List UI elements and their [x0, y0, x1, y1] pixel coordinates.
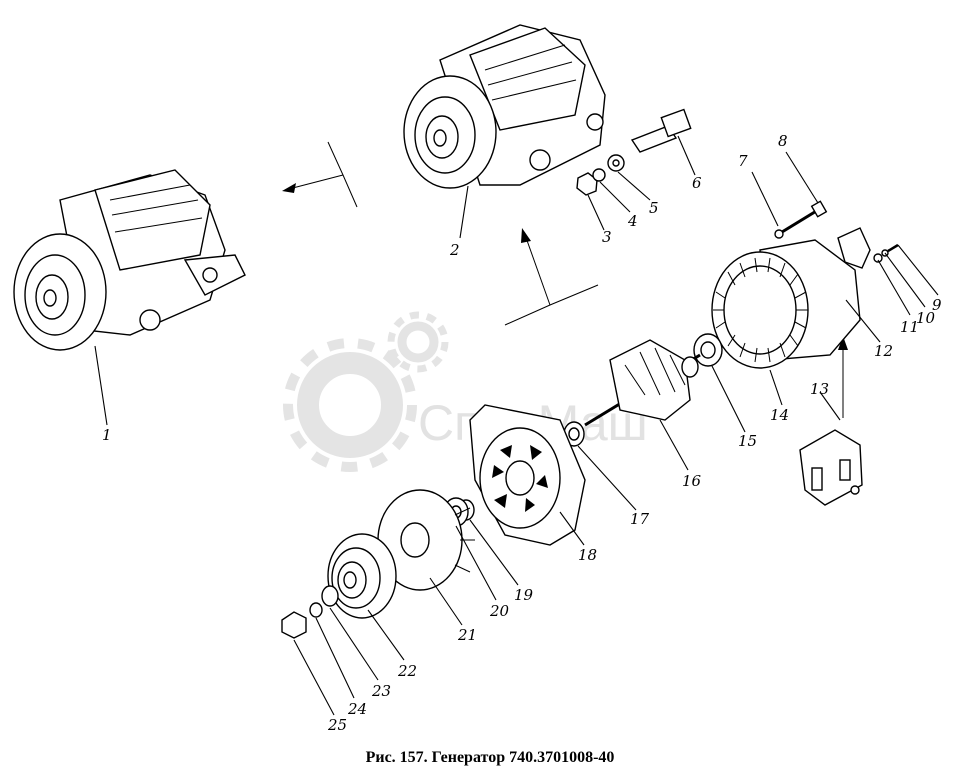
callout-6: 6 [692, 174, 702, 192]
callout-24: 24 [347, 700, 367, 718]
callout-7: 7 [738, 152, 748, 170]
screw-9 [887, 243, 899, 253]
gear-logo-icon [283, 311, 449, 472]
stud-6 [630, 125, 678, 153]
callout-labels: 1 2 3 4 5 6 7 8 9 10 11 12 13 14 15 16 1… [102, 132, 942, 734]
washer-7 [774, 229, 784, 239]
pulley-22 [327, 533, 397, 619]
fasteners-3-6 [576, 108, 692, 196]
callout-13: 13 [810, 380, 829, 398]
callout-22: 22 [397, 662, 417, 680]
callout-21: 21 [457, 626, 477, 644]
bearing-15 [693, 333, 723, 367]
callout-1: 1 [102, 426, 112, 444]
callout-8: 8 [778, 132, 788, 150]
nut-25 [281, 611, 307, 639]
bolt-8 [774, 200, 828, 239]
callout-14: 14 [770, 406, 789, 424]
bracket-arrow-up [504, 228, 599, 326]
washer-4 [592, 168, 606, 182]
generator-assembled-1 [13, 169, 246, 351]
callout-18: 18 [578, 546, 597, 564]
callout-10: 10 [916, 309, 936, 327]
watermark: СпецМаш [283, 311, 648, 472]
callout-23: 23 [371, 682, 391, 700]
callout-4: 4 [627, 212, 638, 230]
cover-and-screw-9-11 [837, 227, 899, 269]
generator-assembled-2 [403, 24, 606, 189]
rear-housing-12-stator-14 [711, 239, 861, 369]
brush-holder-13 [799, 429, 863, 506]
callout-15: 15 [738, 432, 757, 450]
lockwasher-24 [309, 602, 323, 618]
bracket-arrow-left [282, 141, 358, 208]
callout-5: 5 [649, 199, 659, 217]
callout-19: 19 [514, 586, 534, 604]
figure-caption: Рис. 157. Генератор 740.3701008-40 [366, 749, 615, 766]
nut-3 [576, 172, 598, 196]
callout-25: 25 [327, 716, 347, 734]
callout-20: 20 [489, 602, 510, 620]
callout-17: 17 [630, 510, 650, 528]
callout-9: 9 [932, 296, 942, 314]
callout-12: 12 [874, 342, 893, 360]
washer-23 [321, 585, 339, 607]
arrow-to-housing [838, 336, 848, 418]
callout-3: 3 [602, 228, 612, 246]
callout-16: 16 [682, 472, 702, 490]
fan-21 [377, 489, 475, 591]
front-cover-18 [469, 404, 586, 546]
rotor-16 [584, 339, 701, 427]
washer-11 [873, 253, 883, 263]
leader-lines [94, 135, 939, 716]
callout-11: 11 [900, 318, 919, 336]
callout-2: 2 [449, 241, 460, 259]
